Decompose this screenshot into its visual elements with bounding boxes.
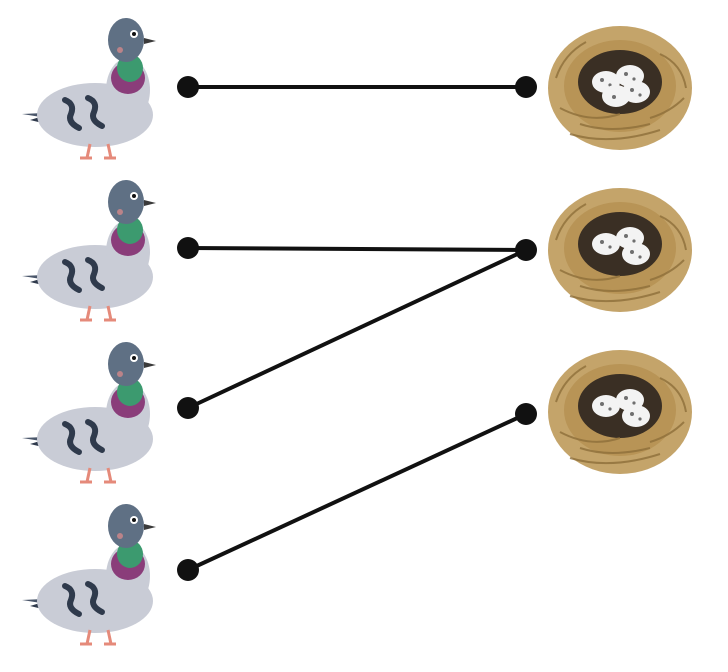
pigeon-4 bbox=[22, 504, 156, 644]
nest-with-eggs-icon bbox=[547, 349, 693, 475]
pigeon-icon bbox=[22, 18, 156, 158]
pigeon-endpoint-dot[interactable] bbox=[177, 397, 199, 419]
pigeon-endpoint-dot[interactable] bbox=[177, 76, 199, 98]
pigeon-3 bbox=[22, 342, 156, 482]
pigeon-1 bbox=[22, 18, 156, 158]
nest-with-eggs-icon bbox=[548, 26, 692, 150]
connector-line bbox=[187, 412, 527, 572]
pigeon-icon bbox=[22, 180, 156, 320]
pigeon-icon bbox=[22, 504, 156, 644]
pigeon-icon bbox=[22, 342, 156, 482]
connector-line bbox=[187, 248, 527, 410]
pigeon-endpoint-dot[interactable] bbox=[177, 559, 199, 581]
nest-with-eggs-icon bbox=[547, 187, 693, 313]
connector-line bbox=[187, 246, 527, 252]
nest-endpoint-dot[interactable] bbox=[515, 76, 537, 98]
nest-endpoint-dot[interactable] bbox=[515, 403, 537, 425]
pigeon-endpoint-dot[interactable] bbox=[177, 237, 199, 259]
nest-endpoint-dot[interactable] bbox=[515, 239, 537, 261]
pigeon-2 bbox=[22, 180, 156, 320]
